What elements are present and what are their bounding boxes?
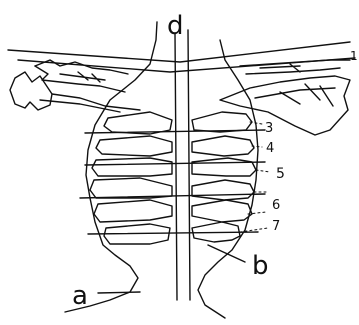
center-line-left xyxy=(175,34,177,300)
top-line-upper xyxy=(8,42,350,62)
label-7: 7 xyxy=(272,219,280,234)
label-d: d xyxy=(167,11,184,41)
label-6: 6 xyxy=(272,198,280,213)
label-5: 5 xyxy=(276,166,285,182)
pointer-a xyxy=(98,292,140,293)
top-line-lower xyxy=(18,58,355,72)
label-b: b xyxy=(252,251,269,281)
pointer-b xyxy=(208,245,245,262)
label-4: 4 xyxy=(266,141,274,156)
label-1: 1 xyxy=(350,49,358,63)
label-3: 3 xyxy=(265,121,273,136)
label-a: a xyxy=(72,281,88,311)
right-wing xyxy=(220,60,350,135)
